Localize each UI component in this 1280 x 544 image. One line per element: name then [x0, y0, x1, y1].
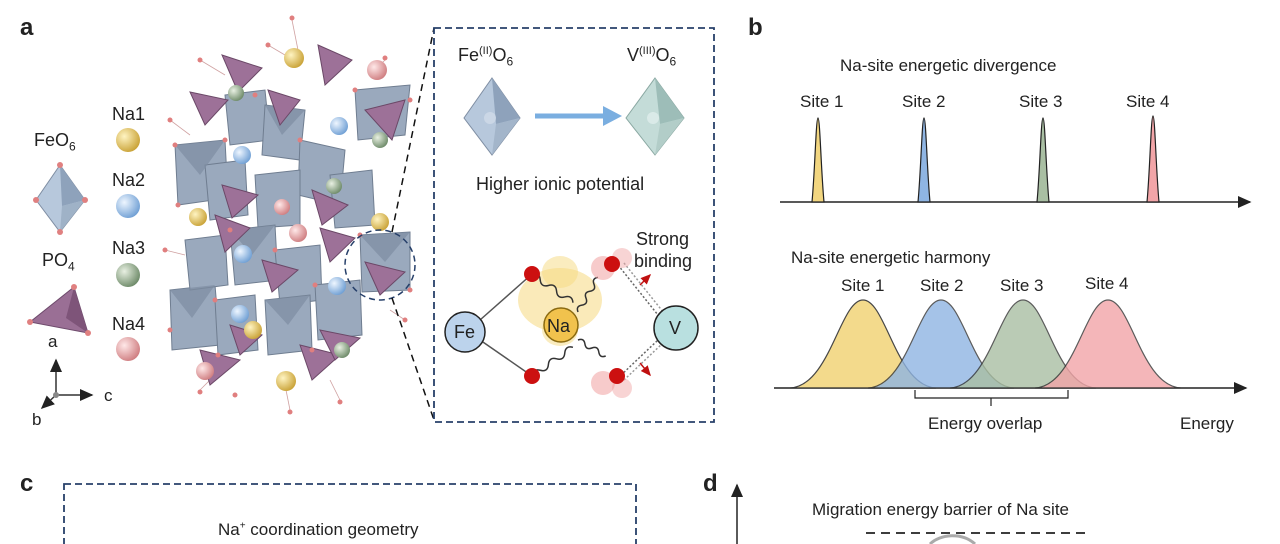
harmony-plot	[774, 299, 1248, 406]
panel-d-partial-shape	[928, 534, 977, 544]
inset-fe-node-label: Fe	[454, 322, 476, 342]
divergence-peak-site-4	[1146, 115, 1160, 203]
fe-node	[444, 311, 486, 353]
inset-arrow-head	[603, 106, 622, 126]
inset-v-node-label: V	[669, 318, 682, 338]
divergence-site-2-label: Site 2	[902, 92, 946, 111]
energy-axis-label: Energy	[1180, 414, 1234, 433]
divergence-plot	[780, 115, 1252, 208]
overlap-bracket	[914, 390, 1069, 399]
zoom-leader-top	[391, 27, 435, 233]
divergence-peak-site-1	[811, 117, 825, 203]
panel-c-title: Na+ coordination geometry	[218, 520, 419, 539]
inset-v-formula: V(III)O6	[627, 45, 677, 69]
divergence-site-1-label: Site 1	[800, 92, 844, 111]
divergence-peak-site-2	[917, 117, 931, 203]
harmony-site-1-label: Site 1	[841, 276, 885, 295]
inset-na-node-label: Na	[547, 316, 571, 336]
legend-po4-label: PO4	[42, 250, 75, 274]
crystal-structure	[162, 15, 413, 415]
divergence-site-4-label: Site 4	[1126, 92, 1170, 111]
energy-overlap-label: Energy overlap	[928, 414, 1043, 433]
inset-strong-label-line1: Strong	[636, 229, 690, 249]
panel-c-frame	[63, 483, 637, 544]
legend-na3-label: Na3	[112, 238, 146, 258]
inset-bond-diagram	[444, 248, 699, 398]
legend-na1-sphere	[116, 128, 140, 152]
legend-na3-sphere	[116, 263, 140, 287]
highlight-circle	[344, 229, 416, 301]
zoom-leader-bottom	[391, 297, 435, 421]
divergence-title: Na-site energetic divergence	[840, 56, 1057, 75]
panel-d-title: Migration energy barrier of Na site	[812, 500, 1070, 519]
inset-fe-formula: Fe(II)O6	[458, 45, 514, 69]
legend-na1-label: Na1	[112, 104, 146, 124]
legend-po4-tetrahedron	[27, 284, 91, 336]
divergence-site-3-label: Site 3	[1019, 92, 1063, 111]
harmony-peak-site-4	[1034, 299, 1182, 389]
harmony-site-4-label: Site 4	[1085, 274, 1129, 293]
inset-fe-octahedron	[463, 77, 521, 156]
crystal-axes-triad	[40, 358, 94, 410]
inset-frame	[433, 27, 715, 423]
legend-na2-sphere	[116, 194, 140, 218]
legend-na4-label: Na4	[112, 314, 146, 334]
inset-ionic-potential-label: Higher ionic potential	[476, 174, 645, 194]
na-node	[543, 307, 579, 343]
inset-v-octahedron	[625, 77, 685, 156]
harmony-site-2-label: Site 2	[920, 276, 964, 295]
panel-label-b: b	[748, 14, 763, 41]
axis-c-label: c	[104, 386, 113, 405]
panel-label-c: c	[20, 470, 34, 497]
legend-na4-sphere	[116, 337, 140, 361]
panel-label-a: a	[20, 14, 34, 41]
legend-feo6-label: FeO6	[34, 130, 76, 154]
legend-na2-label: Na2	[112, 170, 146, 190]
legend-feo6-octahedron	[33, 162, 88, 235]
v-node	[653, 305, 699, 351]
harmony-site-3-label: Site 3	[1000, 276, 1044, 295]
panel-label-d: d	[703, 470, 718, 497]
divergence-peak-site-3	[1036, 117, 1050, 203]
harmony-title: Na-site energetic harmony	[791, 248, 991, 267]
axis-a-label: a	[48, 332, 58, 351]
axis-b-label: b	[32, 410, 42, 429]
inset-strong-label-line2: binding	[634, 251, 693, 271]
